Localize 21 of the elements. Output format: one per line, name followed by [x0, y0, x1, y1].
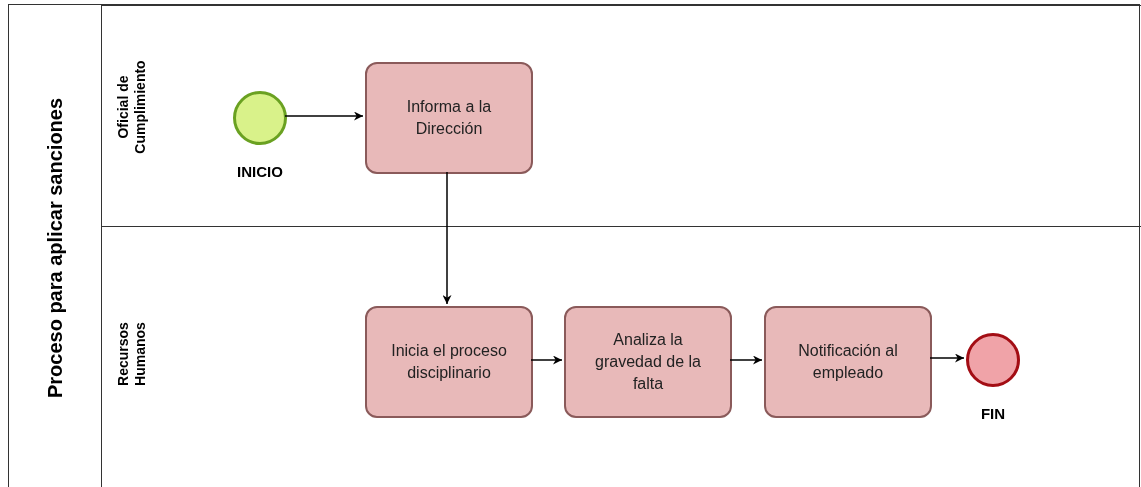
- swimlane: [101, 5, 1141, 226]
- task-label: Analiza la gravedad de la falta: [594, 330, 702, 394]
- task-label: Notificación al empleado: [797, 341, 899, 383]
- arrow: [530, 355, 563, 365]
- task-box: [365, 306, 533, 418]
- arrow: [929, 353, 965, 363]
- event-label: FIN: [979, 404, 1007, 424]
- lane-title: Recursos Humanos: [115, 321, 149, 388]
- lane-title: Oficial de Cumplimiento: [115, 58, 149, 156]
- task-box: [365, 62, 533, 174]
- pool: [8, 4, 1140, 487]
- task-label: Informa a la Dirección: [405, 97, 493, 139]
- arrow: [284, 111, 364, 121]
- task-box: [564, 306, 732, 418]
- task-label: Inicia el proceso disciplinario: [390, 341, 508, 383]
- swimlane: [101, 226, 1141, 487]
- event-label: INICIO: [236, 162, 284, 182]
- task-box: [764, 306, 932, 418]
- pool-title: Proceso para aplicar sanciones: [43, 97, 67, 398]
- arrow: [729, 355, 763, 365]
- arrow: [442, 171, 452, 305]
